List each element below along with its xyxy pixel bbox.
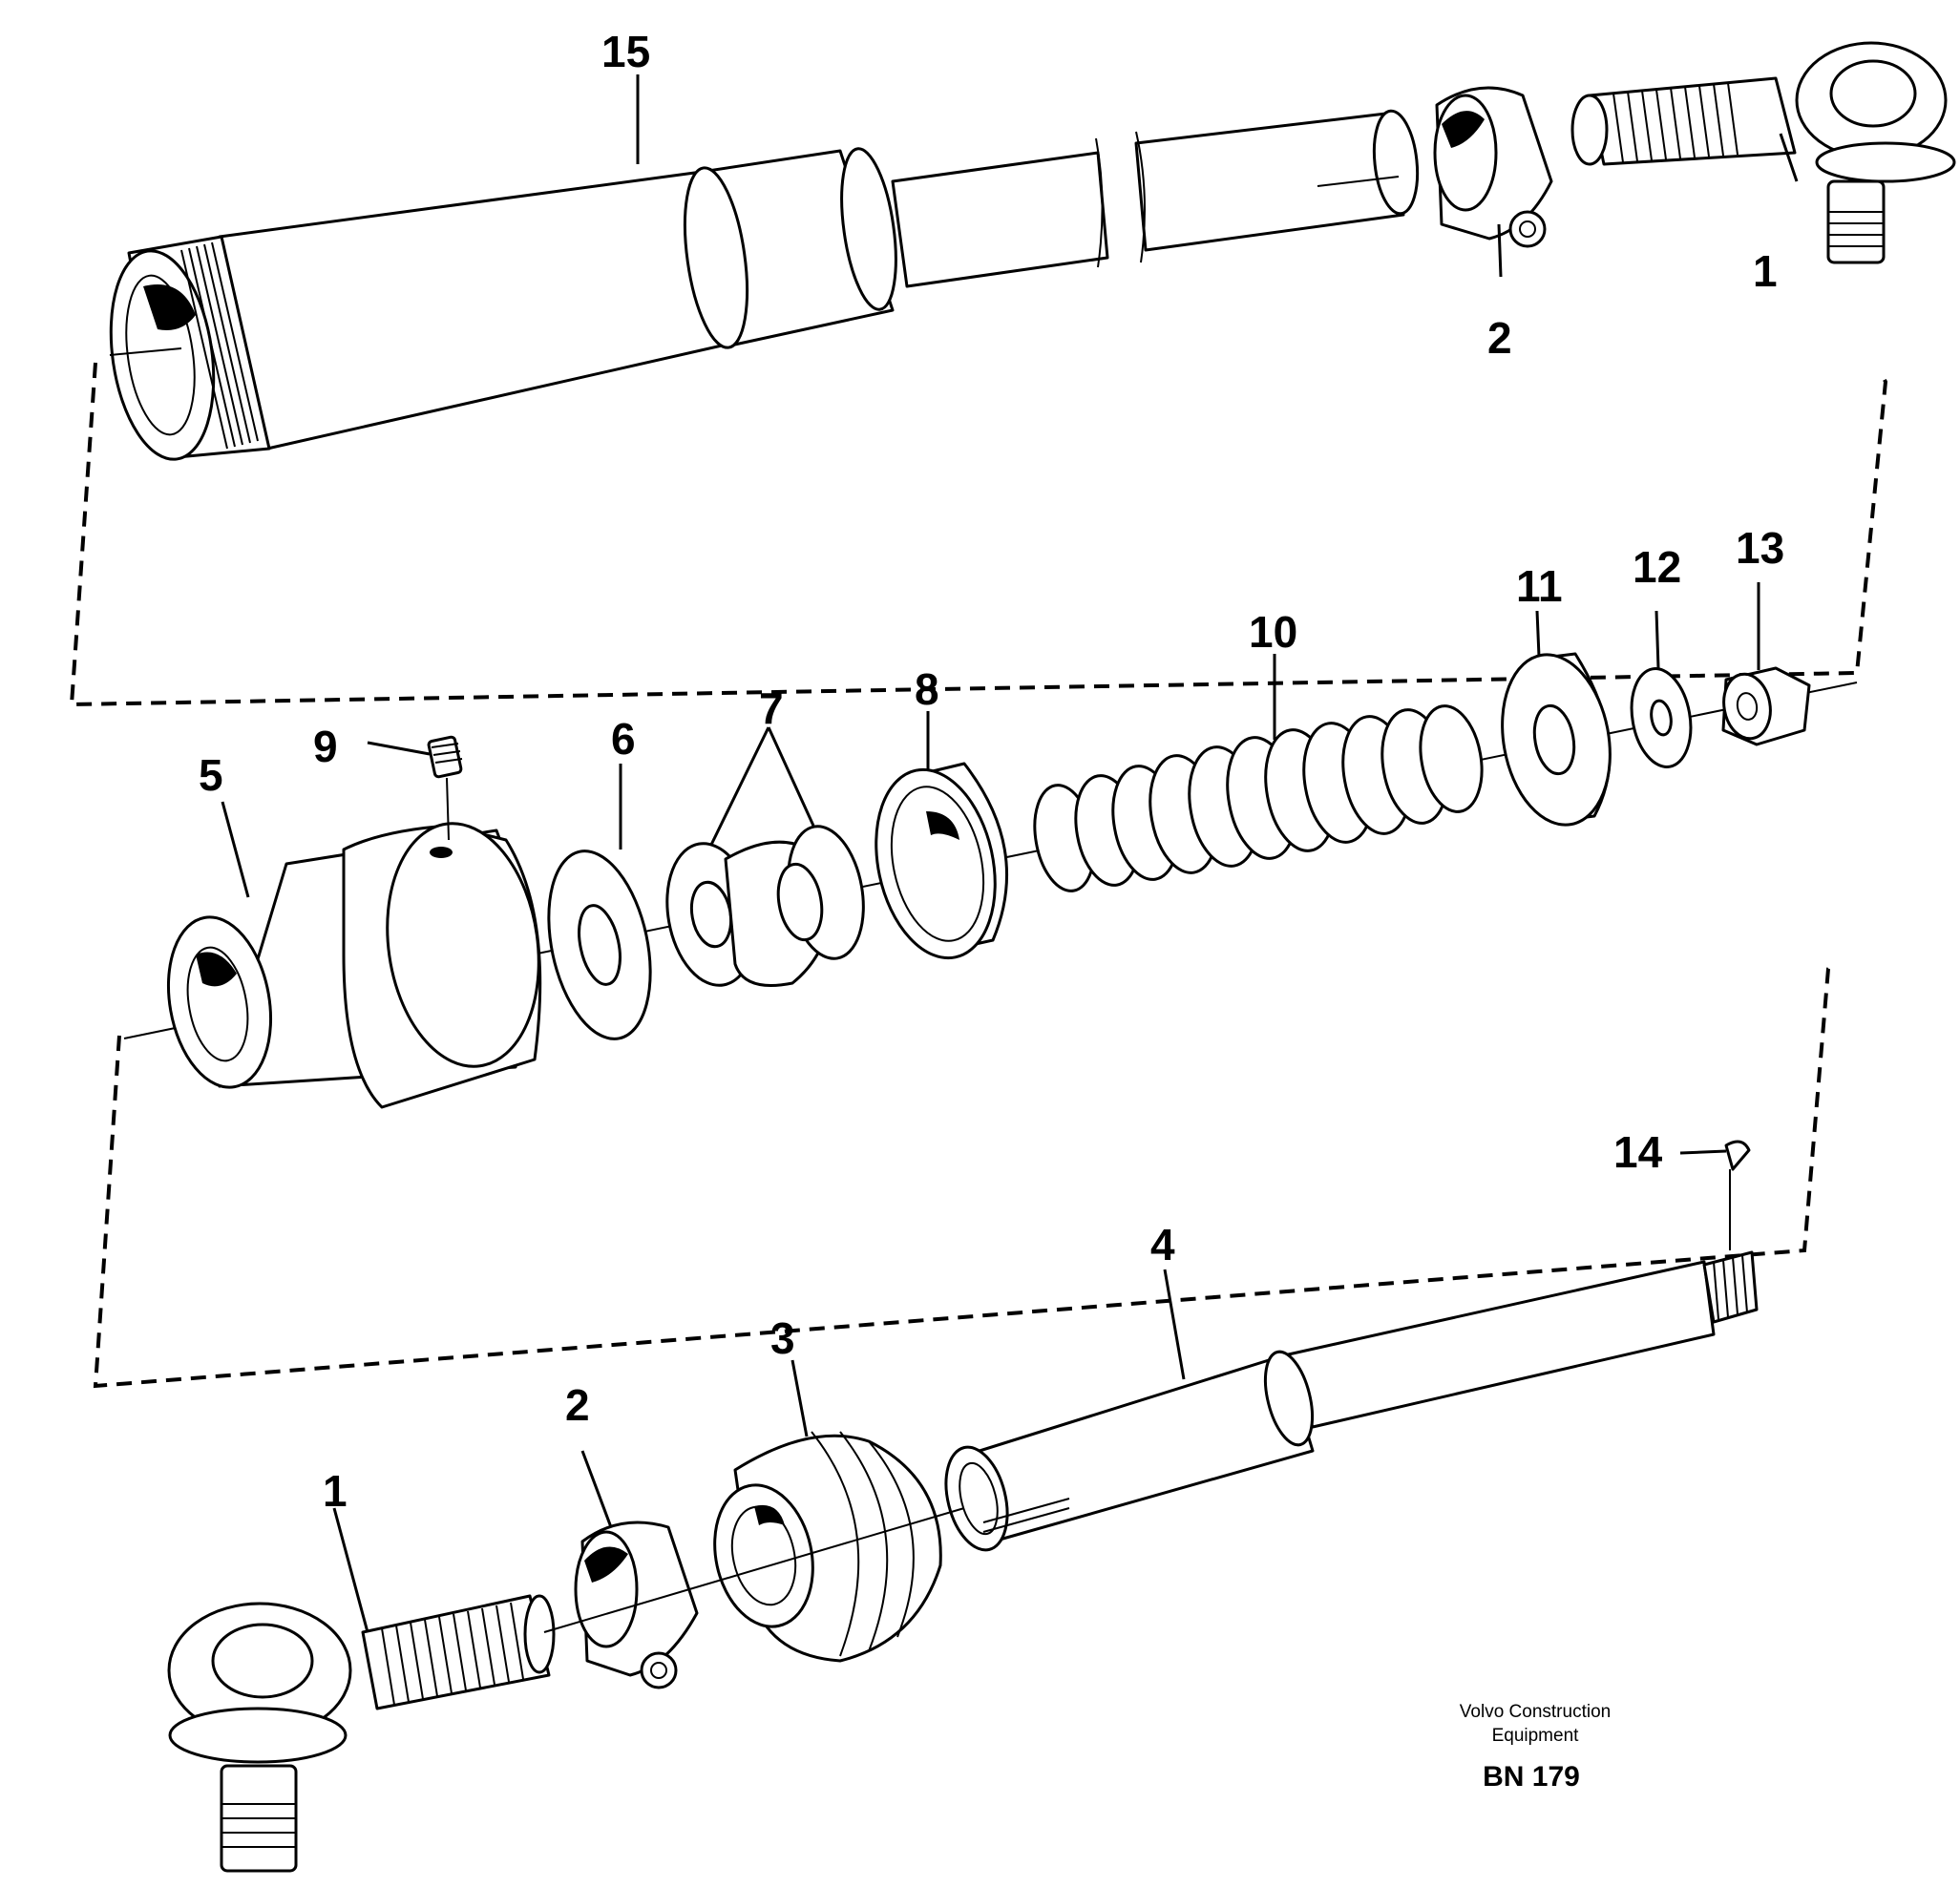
washer-11 <box>1501 652 1612 827</box>
bottom-ball-joint <box>167 1594 556 1873</box>
leader-lines <box>221 74 1799 1633</box>
set-screw <box>427 735 463 841</box>
washer-12 <box>1630 667 1693 768</box>
assembly-guide-lower <box>93 962 1835 1389</box>
callout-9: 9 <box>313 722 338 771</box>
drawing-code: BN 179 <box>1483 1761 1580 1793</box>
sleeve <box>875 762 1008 960</box>
brand-line-2: Equipment <box>1492 1726 1580 1746</box>
centerline <box>109 347 182 356</box>
brand-block: Volvo Construction Equipment BN 179 <box>1460 1702 1611 1793</box>
callout-12: 12 <box>1633 542 1681 592</box>
tube-assembly <box>109 109 1420 461</box>
callout-2-top: 2 <box>1487 313 1512 363</box>
spring-seats <box>665 825 865 987</box>
callout-10: 10 <box>1249 607 1297 657</box>
callout-5: 5 <box>199 750 223 800</box>
nut <box>1721 666 1811 746</box>
bottom-axis <box>543 1507 965 1633</box>
callout-labels: 15 1 2 5 9 6 7 8 10 11 12 13 14 4 3 2 1 <box>199 27 1784 1516</box>
callout-15: 15 <box>601 27 650 76</box>
callout-13: 13 <box>1736 523 1784 573</box>
assembly-guide-upper <box>69 362 1888 707</box>
callout-7: 7 <box>759 683 784 733</box>
plug <box>166 822 542 1109</box>
callout-4: 4 <box>1150 1220 1175 1269</box>
callout-1-bottom: 1 <box>323 1466 348 1516</box>
callout-8: 8 <box>915 664 939 714</box>
callout-11: 11 <box>1516 561 1563 611</box>
brand-line-1: Volvo Construction <box>1460 1702 1611 1722</box>
coil-spring <box>1033 704 1484 892</box>
top-clamp <box>1433 86 1553 248</box>
callout-1-top: 1 <box>1753 246 1778 296</box>
rod <box>944 1250 1759 1552</box>
washer-6 <box>547 850 652 1040</box>
callout-3: 3 <box>770 1313 795 1363</box>
top-ball-joint <box>1570 41 1956 264</box>
cotter-pin <box>1724 1140 1751 1250</box>
bellows <box>713 1431 942 1663</box>
callout-2-bottom: 2 <box>565 1380 590 1430</box>
callout-6: 6 <box>611 714 636 764</box>
callout-14: 14 <box>1613 1127 1663 1177</box>
